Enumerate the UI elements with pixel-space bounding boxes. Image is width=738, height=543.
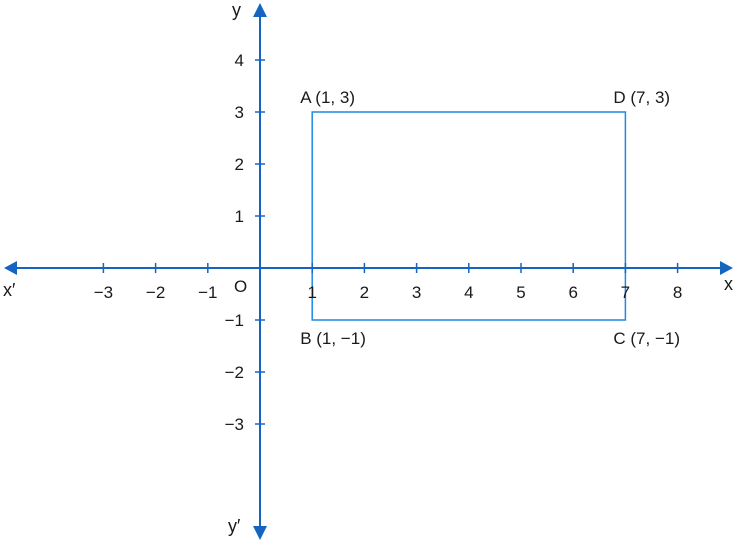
x-tick-label: 4 (464, 283, 473, 302)
y-axis-arrow-down (253, 526, 267, 540)
x-axis-label: x (724, 274, 733, 294)
x-tick-label: 2 (360, 283, 369, 302)
y-negative-axis-label: y′ (228, 516, 241, 536)
x-tick-label: 8 (673, 283, 682, 302)
x-axis-arrow-right (720, 261, 733, 275)
x-tick-label: 5 (516, 283, 525, 302)
y-tick-label: 2 (235, 155, 244, 174)
y-tick-label: −2 (225, 363, 244, 382)
x-tick-label: −1 (198, 283, 217, 302)
x-tick-label: 3 (412, 283, 421, 302)
y-tick-label: 1 (235, 207, 244, 226)
x-axis-arrow-left (4, 261, 17, 275)
point-label-d: D (7, 3) (613, 88, 670, 107)
x-tick-label: −2 (146, 283, 165, 302)
y-tick-label: 4 (235, 51, 244, 70)
point-label-c: C (7, −1) (613, 329, 680, 348)
x-tick-label: 6 (568, 283, 577, 302)
point-label-a: A (1, 3) (300, 88, 355, 107)
x-tick-label: 7 (621, 283, 630, 302)
y-tick-label: −3 (225, 415, 244, 434)
x-tick-label: 1 (307, 283, 316, 302)
y-tick-label: 3 (235, 103, 244, 122)
origin-label: O (234, 277, 247, 296)
y-tick-label: −1 (225, 311, 244, 330)
x-negative-axis-label: x′ (3, 280, 16, 300)
rectangle-abcd (311, 111, 627, 321)
y-axis-arrow-up (253, 3, 267, 17)
point-label-b: B (1, −1) (300, 329, 366, 348)
x-tick-label: −3 (94, 283, 113, 302)
y-axis-label: y (232, 0, 241, 20)
